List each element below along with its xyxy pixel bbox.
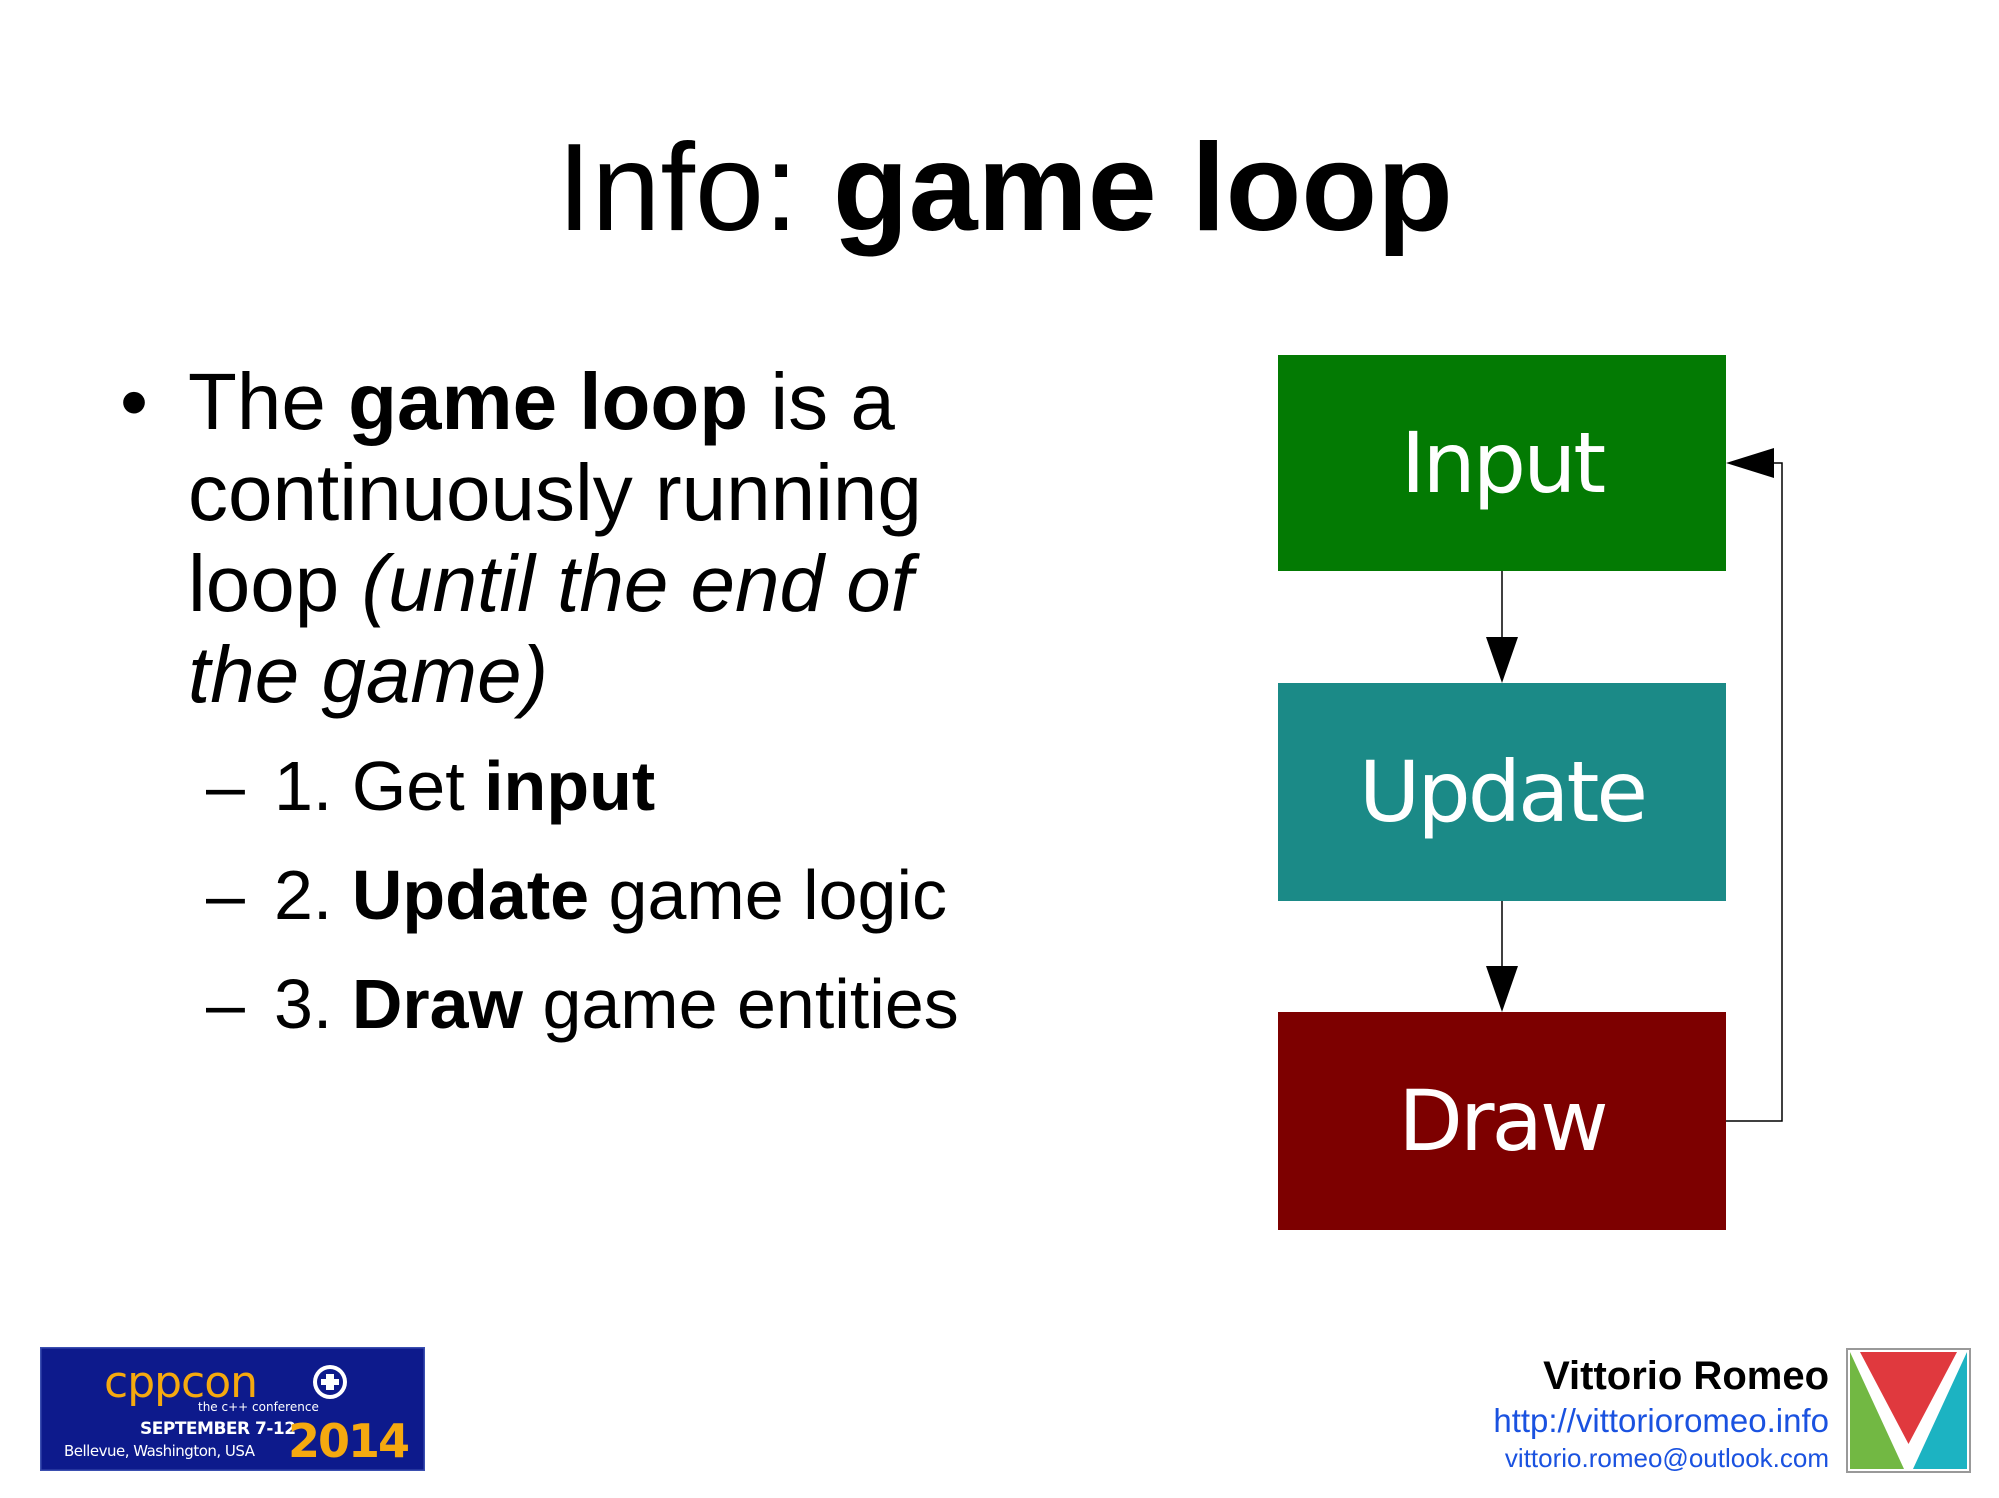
step-number: 3. <box>274 965 352 1043</box>
cppcon-logo: cppcon the c++ conference SEPTEMBER 7-12… <box>40 1347 425 1471</box>
step-number: 1. <box>274 747 352 825</box>
slide-title: Info: game loop <box>0 118 1999 258</box>
bullet-list: • The game loop is a continuously runnin… <box>120 356 1020 1073</box>
bullet-italic: (until the end of the game) <box>188 539 913 719</box>
cppcon-logo-background <box>40 1347 425 1471</box>
input-node-label: Input <box>1401 414 1605 512</box>
input-node <box>1278 355 1726 571</box>
step-number: 2. <box>274 856 352 934</box>
bullet-text-1: The <box>188 357 349 446</box>
step-item: – 2. Update game logic <box>120 855 1020 935</box>
step-post: game entities <box>523 965 959 1043</box>
update-node-label: Update <box>1359 743 1645 841</box>
cppcon-logo-name-text: cppcon <box>104 1357 257 1408</box>
step-item: – 3. Draw game entities <box>120 964 1020 1044</box>
title-emphasis: game loop <box>832 119 1453 257</box>
game-loop-diagram: Input Update Draw <box>1278 355 1783 1230</box>
vittorio-romeo-logo <box>1846 1348 1971 1473</box>
bullet-item: • The game loop is a continuously runnin… <box>120 356 1020 720</box>
arrowhead-icon <box>1486 966 1518 1012</box>
cppcon-plus-glyph <box>321 1374 339 1390</box>
author-url-link[interactable]: http://vittorioromeo.info <box>1493 1402 1829 1439</box>
v-logo-center-icon <box>1860 1352 1957 1444</box>
step-bold: Update <box>351 856 590 934</box>
cppcon-logo-dates: SEPTEMBER 7-12 <box>140 1419 296 1439</box>
arrowhead-icon <box>1726 448 1774 478</box>
edge-draw-input <box>1726 462 1783 1122</box>
v-logo-left-icon <box>1850 1352 1904 1469</box>
step-item: – 1. Get input <box>120 746 1020 826</box>
step-post: game logic <box>589 856 948 934</box>
dash-icon: – <box>206 965 245 1043</box>
cppcon-logo-tagline: the c++ conference <box>198 1400 319 1414</box>
v-logo-right-icon <box>1913 1352 1967 1469</box>
cppcon-logo-year: 2014 <box>288 1414 408 1468</box>
bullet-bold: game loop <box>348 357 749 446</box>
step-pre: Get <box>351 747 485 825</box>
update-node <box>1278 683 1726 901</box>
bullet-text-2: is a continuously running loop <box>188 357 922 628</box>
draw-node <box>1278 1012 1726 1230</box>
cppcon-logo-location: Bellevue, Washington, USA <box>64 1442 256 1460</box>
bullet-dot-icon: • <box>120 357 149 446</box>
author-email-link[interactable]: vittorio.romeo@outlook.com <box>1504 1443 1829 1473</box>
step-bold: Draw <box>351 965 523 1043</box>
cppcon-logo-name: cppcon <box>104 1357 257 1408</box>
title-prefix: Info: <box>557 119 833 257</box>
dash-icon: – <box>206 856 245 934</box>
draw-node-label: Draw <box>1398 1072 1606 1170</box>
arrowhead-icon <box>1486 637 1518 683</box>
dash-icon: – <box>206 747 245 825</box>
author-name: Vittorio Romeo <box>1543 1354 1829 1398</box>
steps-list: – 1. Get input – 2. Update game logic – … <box>120 746 1020 1044</box>
step-bold: input <box>484 747 656 825</box>
author-info: Vittorio Romeo http://vittorioromeo.info… <box>1493 1352 1829 1474</box>
